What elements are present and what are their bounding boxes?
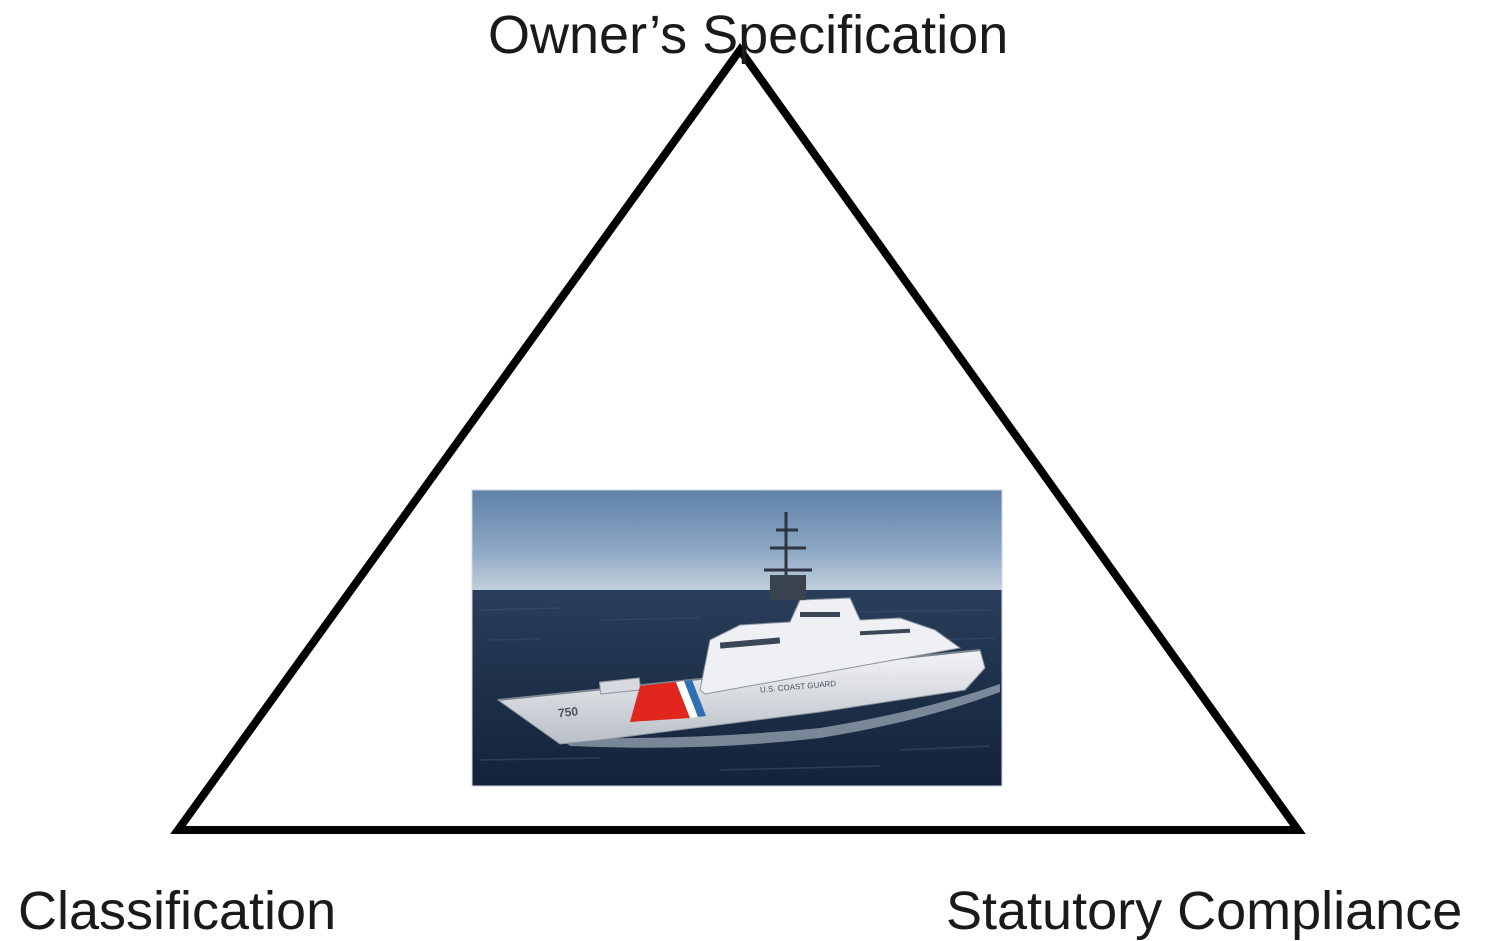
ship-superstructure	[699, 597, 962, 695]
ship-hull-number: 750	[557, 704, 579, 720]
ship-stripe-red	[630, 682, 690, 722]
ship-hull	[496, 649, 986, 745]
vertex-label-statutory-compliance: Statutory Compliance	[946, 881, 1463, 941]
ship-stripe-blue	[684, 680, 706, 717]
ship-photo: 750 U.S. COAST GUARD	[472, 490, 1002, 786]
sky	[472, 490, 1002, 592]
vertex-label-owners-specification: Owner’s Specification	[488, 5, 1009, 65]
ship-stripe-white	[676, 681, 698, 718]
triangle-outline	[170, 43, 1306, 834]
ship-wake	[560, 684, 1000, 748]
vertex-label-classification: Classification	[18, 881, 337, 941]
